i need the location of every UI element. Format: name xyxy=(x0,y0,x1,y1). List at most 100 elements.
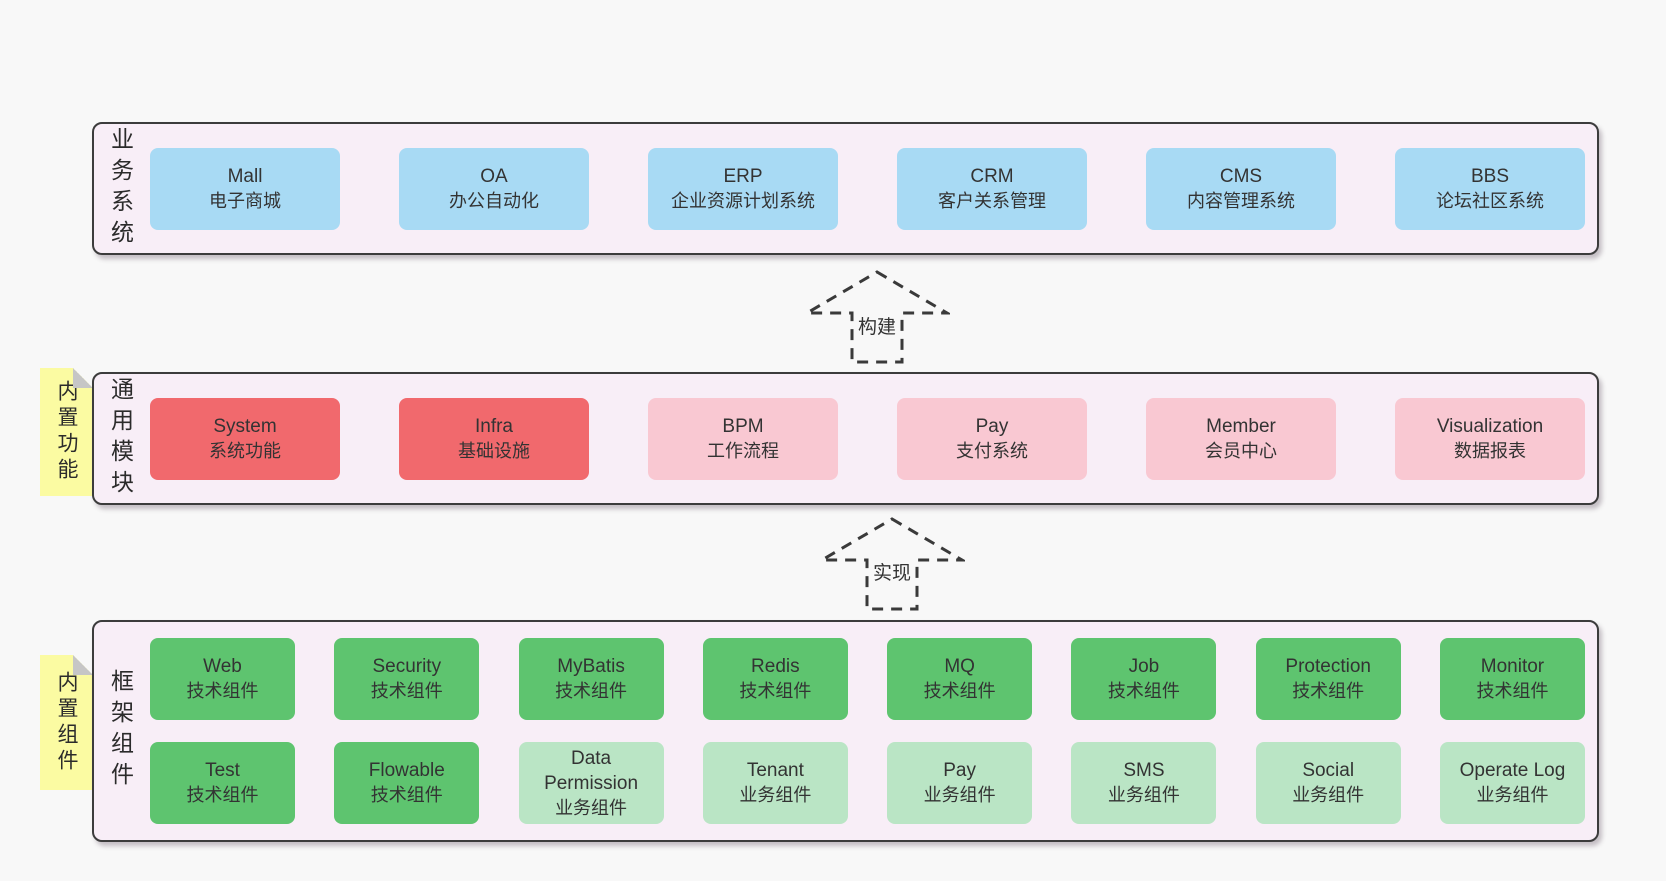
layer-label-text: 框架组件 xyxy=(107,669,134,793)
module-box-subtitle: 支付系统 xyxy=(956,440,1028,461)
module-box-subtitle: 业务组件 xyxy=(1292,785,1365,805)
module-box-subtitle: 业务组件 xyxy=(923,785,996,805)
module-box-visualization: Visualization 数据报表 xyxy=(1395,397,1585,480)
layer-common-modules: 通用模块 System 系统功能 Infra 基础设施 BPM 工作流程 Pay 支付系统 Me… xyxy=(92,372,1599,505)
module-box-erp: ERP 企业资源计划系统 xyxy=(648,147,838,230)
module-box-subtitle: 技术组件 xyxy=(1292,681,1365,701)
module-box-title: Pay xyxy=(975,415,1009,437)
module-box-subtitle: 技术组件 xyxy=(186,785,259,805)
module-box-title: SMS xyxy=(1123,760,1165,781)
module-box-subtitle: 技术组件 xyxy=(555,681,628,701)
module-box-sms: SMS 业务组件 xyxy=(1071,742,1217,824)
sticky-note-builtin-features: 内置功能 xyxy=(40,368,93,496)
module-box-pay: Pay 支付系统 xyxy=(897,397,1087,480)
module-box-subtitle: 办公自动化 xyxy=(449,190,539,211)
module-box-title: Infra xyxy=(474,415,514,437)
module-box-subtitle: 会员中心 xyxy=(1205,440,1277,461)
module-box-job: Job 技术组件 xyxy=(1071,638,1217,720)
module-box-cms: CMS 内容管理系统 xyxy=(1146,147,1336,230)
module-box-title: Social xyxy=(1302,760,1355,781)
module-box-social: Social 业务组件 xyxy=(1255,742,1401,824)
module-box-title: CRM xyxy=(970,165,1014,187)
module-box-title: Protection xyxy=(1285,656,1371,677)
module-box-title: Job xyxy=(1128,656,1160,677)
module-box-monitor: Monitor 技术组件 xyxy=(1439,638,1585,720)
module-box-title: Test xyxy=(205,760,240,781)
module-box-title: Visualization xyxy=(1436,415,1544,437)
module-box-redis: Redis 技术组件 xyxy=(702,638,848,720)
module-box-infra: Infra 基础设施 xyxy=(399,397,589,480)
module-box-title: Pay xyxy=(943,760,976,781)
module-box-title: MyBatis xyxy=(557,656,625,677)
module-box-title: Tenant xyxy=(746,760,804,781)
module-box-title: Security xyxy=(372,656,442,677)
module-box-subtitle: 技术组件 xyxy=(186,681,259,701)
module-box-web: Web 技术组件 xyxy=(150,638,295,720)
module-box-title: MQ xyxy=(944,656,975,677)
up-arrow-build-icon xyxy=(804,270,950,364)
module-box-crm: CRM 客户关系管理 xyxy=(897,147,1087,230)
layer-label-text: 业务系统 xyxy=(107,126,134,251)
module-box-title: OA xyxy=(480,165,508,187)
module-box-subtitle: 内容管理系统 xyxy=(1187,190,1295,211)
module-box-title: Flowable xyxy=(368,760,445,781)
module-box-title: BPM xyxy=(722,415,764,437)
module-box-pay: Pay 业务组件 xyxy=(887,742,1033,824)
module-box-subtitle: 业务组件 xyxy=(1476,785,1549,805)
module-box-subtitle: 论坛社区系统 xyxy=(1436,190,1544,211)
module-box-subtitle: 业务组件 xyxy=(739,785,812,805)
module-box-title: Mall xyxy=(227,165,263,187)
module-box-protection: Protection 技术组件 xyxy=(1255,638,1401,720)
layer-label: 通用模块 xyxy=(94,374,146,503)
module-box-title: BBS xyxy=(1470,165,1510,187)
layer-label: 框架组件 xyxy=(94,622,146,840)
sticky-note-label: 内置功能 xyxy=(55,380,78,484)
module-box-subtitle: 客户关系管理 xyxy=(938,190,1046,211)
module-box-subtitle: 技术组件 xyxy=(370,785,443,805)
layer-label-text: 通用模块 xyxy=(107,376,134,501)
module-box-title: Monitor xyxy=(1480,656,1545,677)
up-arrow-implement-icon xyxy=(819,517,965,611)
module-box-subtitle: 系统功能 xyxy=(209,440,281,461)
module-box-subtitle: 技术组件 xyxy=(739,681,812,701)
arrow-implement-label: 实现 xyxy=(870,558,914,585)
module-box-title: Operate Log xyxy=(1459,760,1566,781)
module-box-subtitle: 企业资源计划系统 xyxy=(671,190,815,211)
module-box-title: Web xyxy=(203,656,242,677)
sticky-note-builtin-components: 内置组件 xyxy=(40,655,93,790)
arrow-build-label: 构建 xyxy=(855,312,899,339)
module-box-subtitle: 基础设施 xyxy=(458,440,530,461)
module-box-subtitle: 工作流程 xyxy=(707,440,779,461)
module-box-mybatis: MyBatis 技术组件 xyxy=(518,638,664,720)
module-box-bpm: BPM 工作流程 xyxy=(648,397,838,480)
module-box-security: Security 技术组件 xyxy=(334,638,480,720)
module-box-subtitle: 技术组件 xyxy=(923,681,996,701)
module-box-title: System xyxy=(213,415,277,437)
module-box-subtitle: 技术组件 xyxy=(1476,681,1549,701)
module-box-operate-log: Operate Log 业务组件 xyxy=(1439,742,1585,824)
module-box-subtitle: 业务组件 xyxy=(555,797,628,818)
sticky-note-label: 内置组件 xyxy=(55,670,78,775)
module-box-oa: OA 办公自动化 xyxy=(399,147,589,230)
module-box-flowable: Flowable 技术组件 xyxy=(334,742,480,824)
module-box-title: Redis xyxy=(751,656,800,677)
module-box-title: ERP xyxy=(723,165,763,187)
module-box-subtitle: 技术组件 xyxy=(1107,681,1180,701)
module-box-subtitle: 业务组件 xyxy=(1107,785,1180,805)
module-box-test: Test 技术组件 xyxy=(150,742,295,824)
module-box-mq: MQ 技术组件 xyxy=(887,638,1033,720)
module-box-subtitle: 技术组件 xyxy=(370,681,443,701)
module-box-subtitle: 数据报表 xyxy=(1454,440,1526,461)
module-box-title: CMS xyxy=(1219,165,1263,187)
